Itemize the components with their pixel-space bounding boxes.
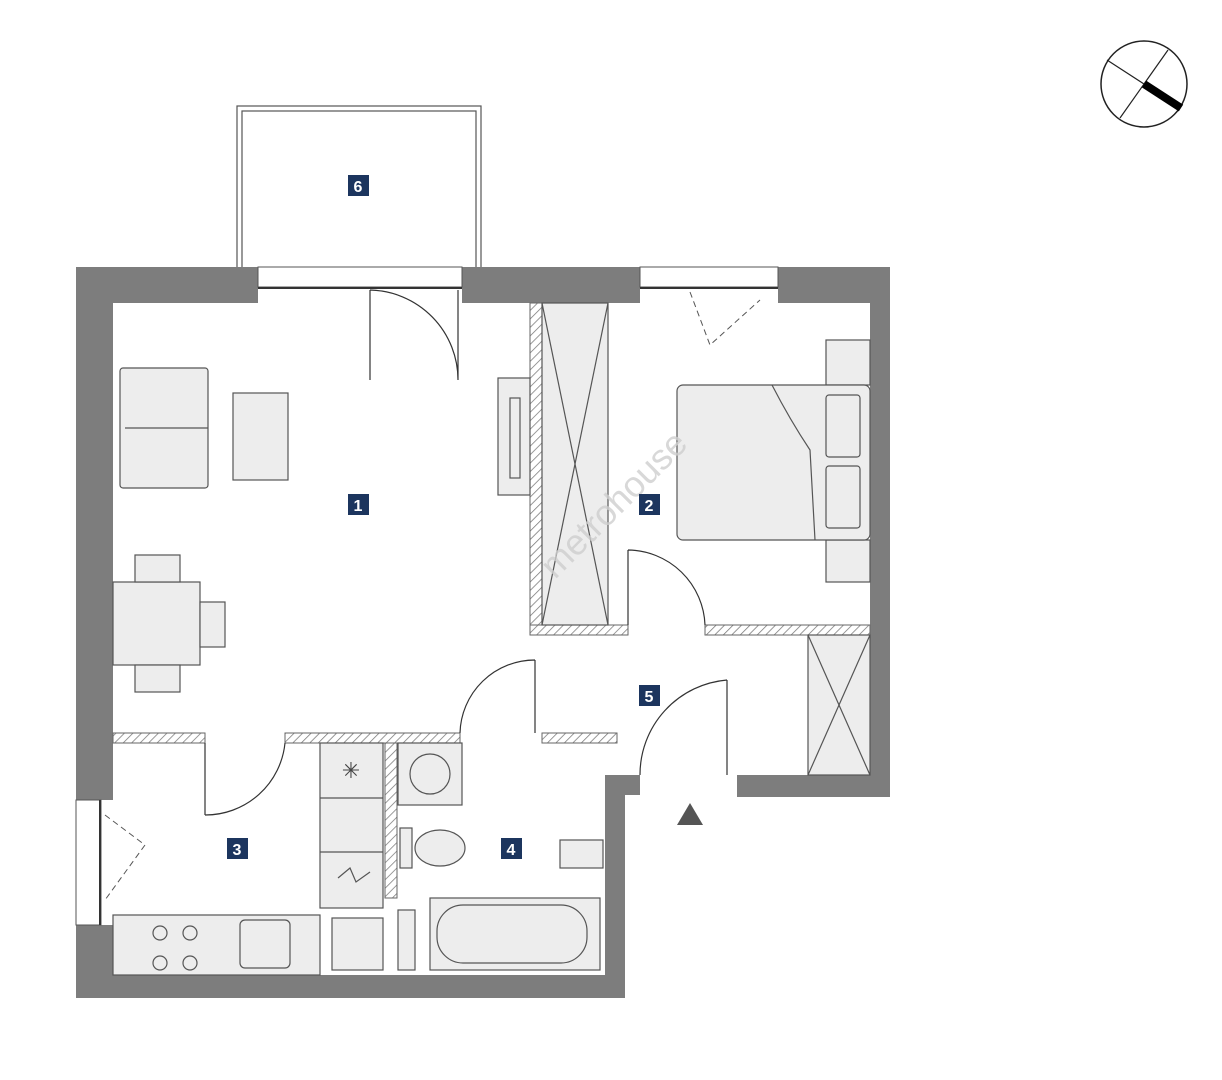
- coffee-table: [232, 392, 289, 481]
- stove: [152, 925, 198, 971]
- doors: [204, 289, 728, 816]
- furniture: ✳: [112, 302, 871, 976]
- room-badge-2: 2: [639, 494, 660, 515]
- svg-text:4: 4: [507, 842, 516, 859]
- dining-table: [112, 581, 201, 666]
- windows: [75, 266, 779, 926]
- svg-text:✳: ✳: [342, 758, 360, 783]
- room-badge-5: 5: [639, 685, 660, 706]
- compass-icon: [1100, 40, 1188, 128]
- svg-text:1: 1: [354, 498, 363, 515]
- room-badge-1: 1: [348, 494, 369, 515]
- bed: [676, 384, 871, 541]
- svg-text:6: 6: [354, 179, 363, 196]
- outer-walls: [76, 267, 890, 998]
- kitchen-sink: [239, 919, 291, 969]
- entrance-marker: [677, 803, 703, 825]
- room-badge-4: 4: [501, 838, 522, 859]
- washing-machine: [397, 742, 463, 806]
- interior-walls: [112, 302, 871, 899]
- room-badge-3: 3: [227, 838, 248, 859]
- room-badge-6: 6: [348, 175, 369, 196]
- svg-text:5: 5: [645, 689, 654, 706]
- svg-text:3: 3: [233, 842, 242, 859]
- kitchen-column: [319, 742, 384, 909]
- toilet: [399, 827, 413, 869]
- svg-text:2: 2: [645, 498, 654, 515]
- washbasin: [559, 839, 604, 869]
